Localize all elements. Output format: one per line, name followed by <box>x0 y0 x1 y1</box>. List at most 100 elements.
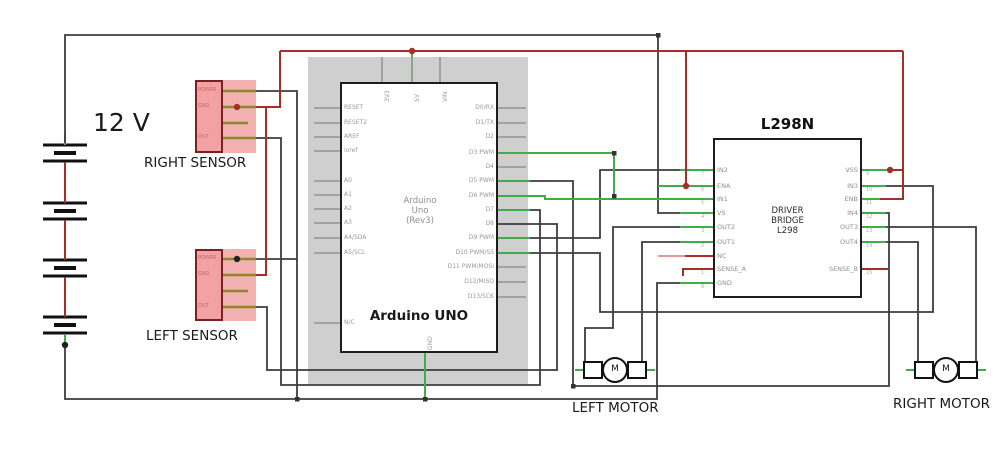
right-sensor-pin-label-OUT: OUT <box>198 134 209 140</box>
wire-right-sensor-to-d7[interactable] <box>256 137 541 386</box>
wire-out2-to-left-motor[interactable] <box>584 226 713 361</box>
bend-point <box>612 194 617 199</box>
left-sensor-pin-label-GND: GND <box>198 271 210 277</box>
l298-pin-label-SENSE_A: SENSE_A <box>717 265 747 273</box>
arduino-pin-label-D3 PWM: D3 PWM <box>468 149 494 156</box>
battery-voltage-label: 12 V <box>93 108 150 137</box>
arduino-uno-part[interactable] <box>340 82 498 353</box>
l298-pin-number: 9 <box>866 171 870 177</box>
l298-pin-label-ENA: ENA <box>717 182 731 190</box>
arduino-pin-label-ioref: ioref <box>344 147 358 154</box>
bend-point <box>295 397 300 402</box>
right-sensor-pin-label-POWER: POWER <box>198 87 217 93</box>
right-motor-terminal[interactable] <box>958 361 978 379</box>
wire-12v-rail[interactable] <box>64 34 658 143</box>
bend-point <box>423 397 428 402</box>
l298n-title: L298N <box>760 115 815 133</box>
l298-pin-label-OUT1: OUT1 <box>717 238 735 246</box>
left-sensor-part[interactable] <box>195 249 256 321</box>
arduino-pin-label-VIN: VIN <box>442 91 449 102</box>
arduino-pin-label-A0: A0 <box>344 177 352 184</box>
wire-5v-to-right-sensor[interactable] <box>237 51 281 108</box>
junction-dot <box>233 255 241 263</box>
bend-point <box>656 33 661 38</box>
arduino-name-label: Arduino UNO <box>369 308 469 324</box>
l298n-part[interactable] <box>713 138 862 298</box>
arduino-pin-label-A5/SCL: A5/SCL <box>344 249 366 256</box>
arduino-pin-label-D2: D2 <box>485 133 494 140</box>
l298-pin-number: 2 <box>701 243 705 249</box>
arduino-pin-label-D12/MISO: D12/MISO <box>464 278 494 285</box>
l298-pin-label-IN3: IN3 <box>847 182 858 190</box>
left-motor-label: LEFT MOTOR <box>572 400 659 416</box>
battery-symbol[interactable] <box>43 133 87 345</box>
arduino-pin-label-RESET: RESET <box>344 104 364 111</box>
arduino-pin-label-D9 PWM: D9 PWM <box>468 234 494 241</box>
wire-out1-to-left-motor[interactable] <box>641 241 713 361</box>
right-motor-symbol[interactable]: M <box>933 357 959 383</box>
arduino-pin-label-AREF: AREF <box>344 133 360 140</box>
left-motor-terminal[interactable] <box>627 361 647 379</box>
junction-dot <box>682 182 690 190</box>
arduino-pin-label-A2: A2 <box>344 205 352 212</box>
left-motor-terminal[interactable] <box>583 361 603 379</box>
arduino-pin-label-D8: D8 <box>485 220 494 227</box>
l298-pin-number: 14 <box>866 243 873 249</box>
bend-point <box>612 151 617 156</box>
arduino-pin-label-D0/RX: D0/RX <box>475 104 494 111</box>
l298-pin-label-IN1: IN1 <box>717 195 728 203</box>
arduino-pin-label-GND: GND <box>427 336 434 350</box>
l298-pin-label-ENB: ENB <box>844 195 858 203</box>
left-sensor-pin-label-POWER: POWER <box>198 255 217 261</box>
arduino-pin-label-A4/SDA: A4/SDA <box>344 234 367 241</box>
wire-d6-to-in1[interactable] <box>498 195 713 200</box>
junction-dot <box>233 103 241 111</box>
right-motor-terminal[interactable] <box>914 361 934 379</box>
wire-d9-to-in2[interactable] <box>498 169 713 239</box>
wire-5v-to-left-sensor[interactable] <box>256 107 267 276</box>
junction-dot <box>408 47 416 55</box>
arduino-pin-label-D13/SCK: D13/SCK <box>467 293 494 300</box>
l298-pin-label-VS: VS <box>717 209 726 217</box>
right-sensor-body <box>195 80 223 153</box>
wire-ground-rail[interactable] <box>64 282 713 400</box>
arduino-pin-label-A3: A3 <box>344 219 352 226</box>
arduino-pin-label-D1/TX: D1/TX <box>475 119 494 126</box>
wire-d10-to-in3[interactable] <box>498 185 934 313</box>
left-motor-symbol[interactable]: M <box>602 357 628 383</box>
arduino-pin-label-D6 PWM: D6 PWM <box>468 192 494 199</box>
left-sensor-label: LEFT SENSOR <box>146 328 238 344</box>
arduino-pin-label-A1: A1 <box>344 191 352 198</box>
l298-pin-number: 13 <box>866 228 873 234</box>
wire-d3[interactable] <box>498 152 615 196</box>
l298-pin-number: 12 <box>866 214 873 220</box>
left-sensor-pin-label-OUT: OUT <box>198 303 209 309</box>
wire-out3-to-right-motor[interactable] <box>862 226 977 361</box>
arduino-pin-label-D5 PWM: D5 PWM <box>468 177 494 184</box>
right-sensor-label: RIGHT SENSOR <box>144 155 247 171</box>
l298-pin-number: 1 <box>701 270 705 276</box>
l298-pin-number: 10 <box>866 187 873 193</box>
wire-right-sensor-gnd[interactable] <box>256 90 298 399</box>
arduino-pin-label-D7: D7 <box>485 206 494 213</box>
l298-pin-label-OUT3: OUT3 <box>840 223 858 231</box>
l298-pin-label-GND: GND <box>717 279 732 287</box>
l298-pin-label-OUT4: OUT4 <box>840 238 858 246</box>
right-motor-label: RIGHT MOTOR <box>893 396 991 412</box>
left-sensor-body <box>195 249 223 321</box>
arduino-pin-label-N/C: N/C <box>344 319 355 326</box>
arduino-pin-label-5V: 5V <box>414 94 421 102</box>
wire-sense-a[interactable] <box>682 268 713 276</box>
wire-out4-to-right-motor[interactable] <box>862 241 919 361</box>
l298-pin-number: 15 <box>866 270 873 276</box>
junction-dot <box>886 166 894 174</box>
right-sensor-pin-label-GND: GND <box>198 103 210 109</box>
wire-left-sensor-to-d8[interactable] <box>256 223 558 371</box>
l298-pin-number: 3 <box>701 228 705 234</box>
wire-5v-to-enb[interactable] <box>880 51 904 200</box>
l298-pin-number: 5 <box>701 200 705 206</box>
l298-pin-label-VSS: VSS <box>845 166 858 174</box>
arduino-pin-label-D10 PWM/SS: D10 PWM/SS <box>455 249 494 256</box>
